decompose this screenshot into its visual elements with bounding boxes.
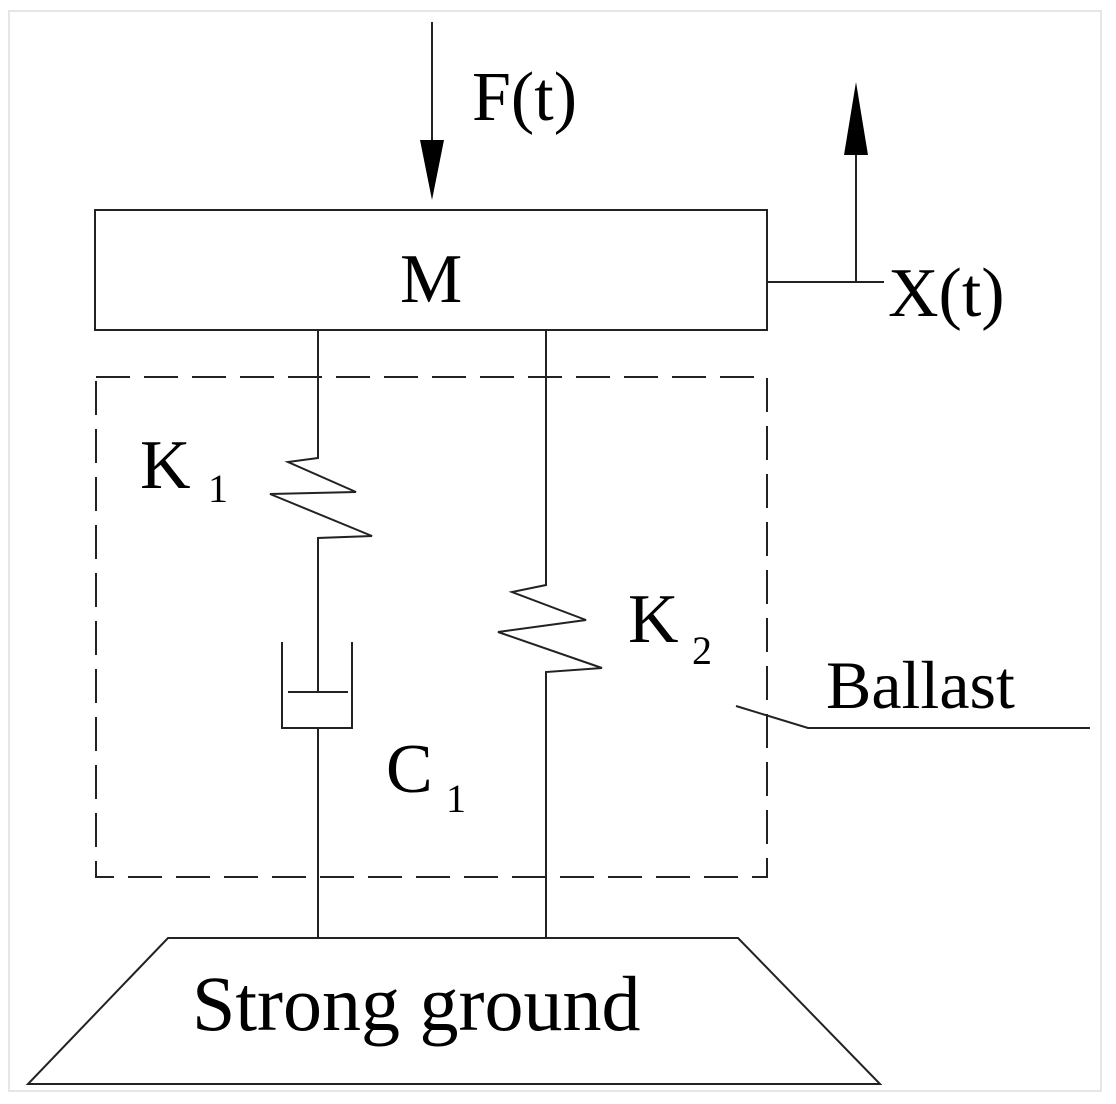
damper-label: C xyxy=(386,731,433,808)
ground-label: Strong ground xyxy=(192,960,641,1047)
mass-label: M xyxy=(400,241,462,318)
spring1-subscript: 1 xyxy=(208,466,228,511)
force-arrow xyxy=(420,22,444,200)
ballast-leader-line xyxy=(735,705,1090,729)
strong-ground xyxy=(25,937,883,1085)
displacement-arrow xyxy=(767,82,884,283)
ballast-label: Ballast xyxy=(826,647,1015,723)
spring-k2 xyxy=(497,330,603,938)
damper-subscript: 1 xyxy=(446,776,466,821)
ballast-box xyxy=(95,376,768,878)
force-label: F(t) xyxy=(472,59,577,136)
spring1-label: K xyxy=(140,427,191,504)
mass-block xyxy=(94,209,768,331)
damper-c1 xyxy=(281,642,353,938)
displacement-label: X(t) xyxy=(888,255,1005,332)
image-border xyxy=(8,10,1102,1092)
spring-k1 xyxy=(269,330,373,642)
spring2-subscript: 2 xyxy=(692,628,712,673)
spring2-label: K xyxy=(628,581,679,658)
